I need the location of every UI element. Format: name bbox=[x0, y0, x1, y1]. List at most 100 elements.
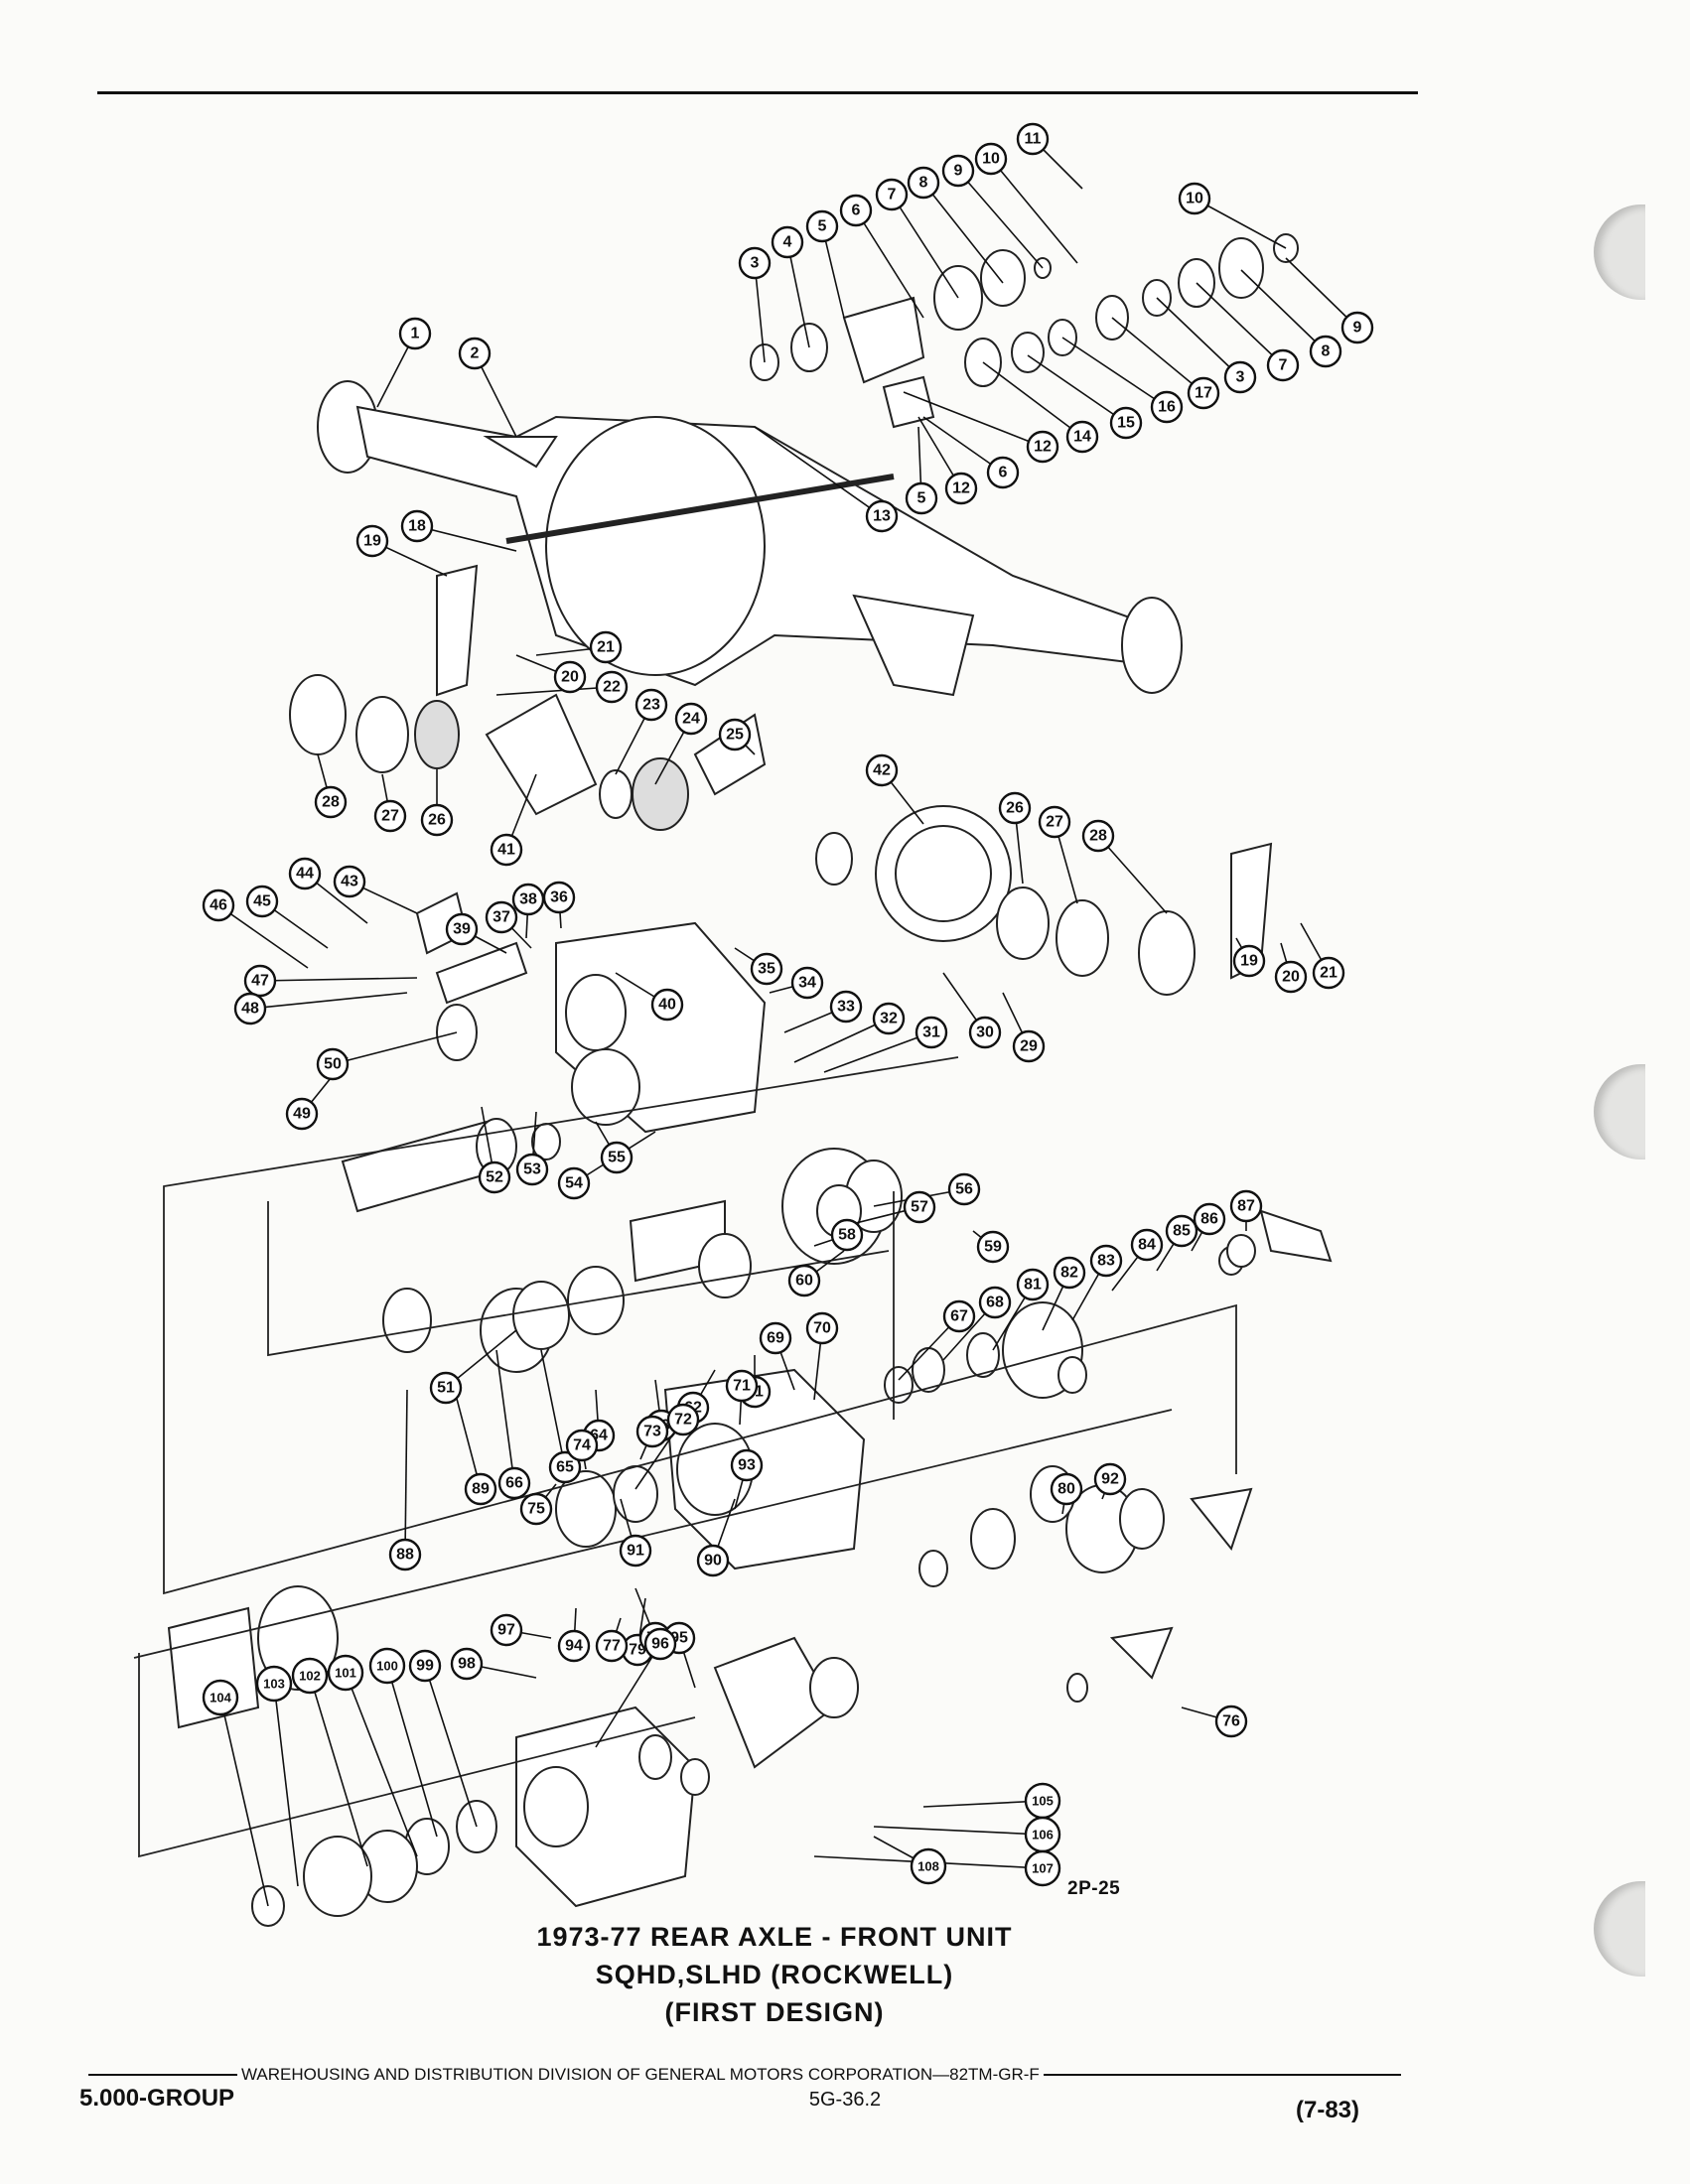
callout-97: 97 bbox=[490, 1613, 523, 1647]
leader-line bbox=[495, 686, 613, 696]
svg-text:1: 1 bbox=[411, 326, 420, 342]
callout-54: 54 bbox=[557, 1166, 591, 1200]
leader-line bbox=[404, 1389, 408, 1556]
svg-text:48: 48 bbox=[241, 1001, 259, 1018]
svg-text:85: 85 bbox=[1173, 1223, 1191, 1240]
svg-text:98: 98 bbox=[458, 1656, 476, 1673]
callout-87: 87 bbox=[1229, 1189, 1263, 1223]
svg-text:5: 5 bbox=[818, 218, 827, 235]
callout-29: 29 bbox=[1012, 1029, 1046, 1063]
svg-text:77: 77 bbox=[603, 1638, 621, 1655]
svg-text:15: 15 bbox=[1117, 415, 1135, 432]
callout-5: 5 bbox=[805, 209, 839, 243]
svg-text:12: 12 bbox=[1034, 439, 1052, 456]
leader-line bbox=[1196, 282, 1284, 366]
callout-3: 3 bbox=[738, 246, 772, 280]
svg-text:4: 4 bbox=[783, 234, 792, 251]
svg-text:39: 39 bbox=[453, 921, 471, 938]
callout-76: 76 bbox=[1214, 1705, 1248, 1738]
svg-text:8: 8 bbox=[919, 175, 928, 192]
svg-text:16: 16 bbox=[1158, 399, 1176, 416]
callout-100: 100 bbox=[368, 1647, 406, 1685]
callout-5: 5 bbox=[905, 481, 938, 515]
svg-text:56: 56 bbox=[955, 1181, 973, 1198]
callout-65: 65 bbox=[548, 1450, 582, 1484]
svg-text:42: 42 bbox=[873, 762, 891, 779]
callout-55: 55 bbox=[600, 1141, 634, 1174]
svg-text:89: 89 bbox=[472, 1481, 490, 1498]
svg-text:94: 94 bbox=[565, 1638, 583, 1655]
leader-line bbox=[345, 1672, 418, 1857]
callout-93: 93 bbox=[730, 1448, 764, 1482]
svg-text:72: 72 bbox=[674, 1412, 692, 1429]
svg-text:70: 70 bbox=[813, 1320, 831, 1337]
leader-line bbox=[982, 361, 1083, 438]
leader-line bbox=[903, 391, 1044, 448]
svg-text:7: 7 bbox=[888, 187, 897, 204]
callout-72: 72 bbox=[666, 1403, 700, 1436]
callout-82: 82 bbox=[1053, 1256, 1086, 1290]
title-line-3: (FIRST DESIGN) bbox=[664, 1997, 885, 2027]
callout-74: 74 bbox=[565, 1429, 599, 1462]
leader-line bbox=[922, 182, 1004, 284]
callout-20: 20 bbox=[553, 660, 587, 694]
leader-line bbox=[1156, 297, 1241, 378]
svg-text:14: 14 bbox=[1073, 429, 1091, 446]
svg-text:37: 37 bbox=[493, 909, 510, 926]
callout-80: 80 bbox=[1050, 1472, 1083, 1506]
frame-lines bbox=[133, 1056, 1237, 1858]
callout-104: 104 bbox=[202, 1679, 239, 1716]
callout-1: 1 bbox=[398, 317, 432, 350]
footer-revision: (7-83) bbox=[1296, 2097, 1360, 2123]
callout-26: 26 bbox=[998, 791, 1032, 825]
callout-27: 27 bbox=[373, 799, 407, 833]
callout-106: 106 bbox=[1024, 1816, 1061, 1853]
svg-text:102: 102 bbox=[299, 1669, 321, 1684]
svg-text:26: 26 bbox=[1006, 800, 1024, 817]
callout-49: 49 bbox=[285, 1097, 319, 1131]
callout-28: 28 bbox=[1081, 819, 1115, 853]
svg-text:65: 65 bbox=[556, 1459, 574, 1476]
callout-105: 105 bbox=[1024, 1782, 1061, 1820]
callout-17: 17 bbox=[1187, 376, 1220, 410]
callout-25: 25 bbox=[718, 718, 752, 751]
leader-line bbox=[495, 1349, 515, 1484]
callout-75: 75 bbox=[519, 1492, 553, 1526]
callout-34: 34 bbox=[790, 966, 824, 1000]
footer-group: 5.000-GROUP bbox=[79, 2085, 235, 2112]
callout-50: 50 bbox=[316, 1047, 350, 1081]
callout-42: 42 bbox=[865, 753, 899, 787]
callout-92: 92 bbox=[1093, 1462, 1127, 1496]
callout-73: 73 bbox=[635, 1415, 669, 1448]
svg-text:50: 50 bbox=[324, 1056, 342, 1073]
callout-2: 2 bbox=[458, 337, 492, 370]
callout-58: 58 bbox=[830, 1218, 864, 1252]
svg-text:27: 27 bbox=[381, 808, 399, 825]
footer-division: WAREHOUSING AND DISTRIBUTION DIVISION OF… bbox=[241, 2065, 1040, 2084]
leader-line bbox=[416, 525, 517, 552]
svg-text:82: 82 bbox=[1060, 1265, 1078, 1282]
leader-line bbox=[922, 1800, 1044, 1808]
svg-text:20: 20 bbox=[1282, 969, 1300, 986]
svg-text:8: 8 bbox=[1322, 343, 1331, 360]
leader-line bbox=[990, 158, 1078, 264]
svg-text:71: 71 bbox=[733, 1378, 751, 1395]
callout-84: 84 bbox=[1130, 1228, 1164, 1262]
svg-text:47: 47 bbox=[251, 973, 269, 990]
svg-text:97: 97 bbox=[497, 1622, 515, 1639]
svg-text:10: 10 bbox=[1186, 191, 1203, 207]
svg-text:58: 58 bbox=[838, 1227, 856, 1244]
callout-30: 30 bbox=[968, 1016, 1002, 1049]
callout-46: 46 bbox=[202, 888, 235, 922]
callout-9: 9 bbox=[941, 154, 975, 188]
leader-line bbox=[386, 1665, 438, 1838]
callout-7: 7 bbox=[1266, 348, 1300, 382]
leader-line bbox=[309, 1675, 368, 1867]
svg-text:52: 52 bbox=[486, 1169, 503, 1186]
svg-text:73: 73 bbox=[643, 1424, 661, 1440]
leader-line bbox=[424, 1665, 478, 1828]
callout-35: 35 bbox=[750, 952, 783, 986]
callout-4: 4 bbox=[771, 225, 804, 259]
callout-8: 8 bbox=[907, 166, 940, 200]
